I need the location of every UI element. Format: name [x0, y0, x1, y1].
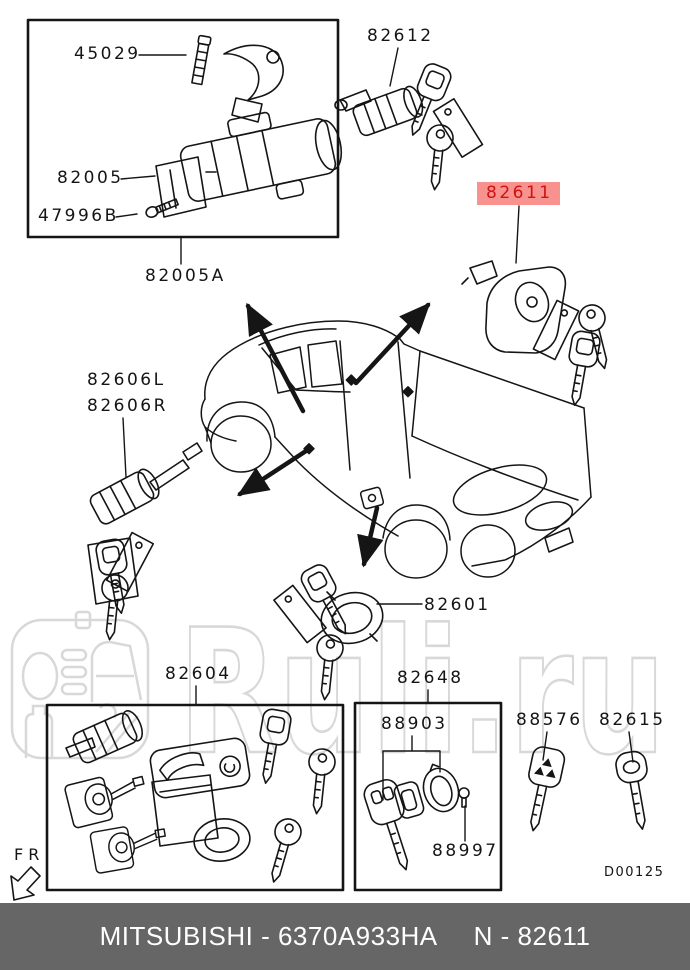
part-label-82601[interactable]: 82601 — [424, 595, 491, 615]
key-set-82648-box — [353, 701, 503, 892]
part-label-82648[interactable]: 82648 — [397, 668, 464, 688]
lock-set-82604-drawing — [63, 707, 338, 887]
footer-selected-part: N - 82611 — [473, 921, 591, 951]
diagram-code: D00125 — [604, 865, 665, 880]
key-82615-drawing — [615, 750, 648, 830]
fr-direction-arrow — [10, 866, 41, 901]
part-label-88576[interactable]: 88576 — [516, 710, 583, 730]
part-label-82005[interactable]: 82005 — [57, 168, 124, 188]
part-label-47996B[interactable]: 47996B — [38, 206, 119, 226]
steering-lock-82612-drawing — [334, 60, 484, 192]
footer-bar: MITSUBISHI - 6370A933HA N - 82611 — [0, 903, 690, 970]
part-label-88997[interactable]: 88997 — [432, 841, 499, 861]
part-label-82606L[interactable]: 82606L — [87, 370, 166, 390]
part-label-88903[interactable]: 88903 — [381, 714, 448, 734]
key-set-82648-drawing — [363, 763, 470, 871]
watermark-layer: Ruli.ru — [10, 591, 667, 794]
location-arrows — [236, 302, 431, 568]
part-label-82005A[interactable]: 82005A — [145, 266, 226, 286]
part-label-82604[interactable]: 82604 — [165, 664, 232, 684]
fuel-cap-lock-82601-drawing — [273, 560, 384, 702]
door-lock-82606-drawing — [87, 442, 203, 642]
part-label-82611-highlighted[interactable]: 82611 — [477, 182, 560, 205]
watermark-text: Ruli.ru — [178, 592, 666, 793]
ignition-lock-assembly-drawing — [145, 34, 343, 218]
part-label-82606R[interactable]: 82606R — [87, 396, 168, 416]
part-label-82612[interactable]: 82612 — [367, 26, 434, 46]
key-88576-drawing — [528, 746, 566, 832]
gate-lock-82611-drawing — [461, 260, 618, 409]
leader-lines — [115, 47, 634, 842]
watermark-logo — [10, 610, 150, 760]
fr-indicator-label: FR — [14, 845, 45, 864]
footer-brand-partnumber: MITSUBISHI - 6370A933HA — [99, 921, 438, 951]
ignition-group-box — [26, 18, 340, 239]
part-label-82615[interactable]: 82615 — [599, 710, 666, 730]
pickup-truck-drawing — [200, 320, 592, 579]
part-label-45029[interactable]: 45029 — [74, 44, 141, 64]
lock-set-82604-box — [45, 703, 345, 892]
